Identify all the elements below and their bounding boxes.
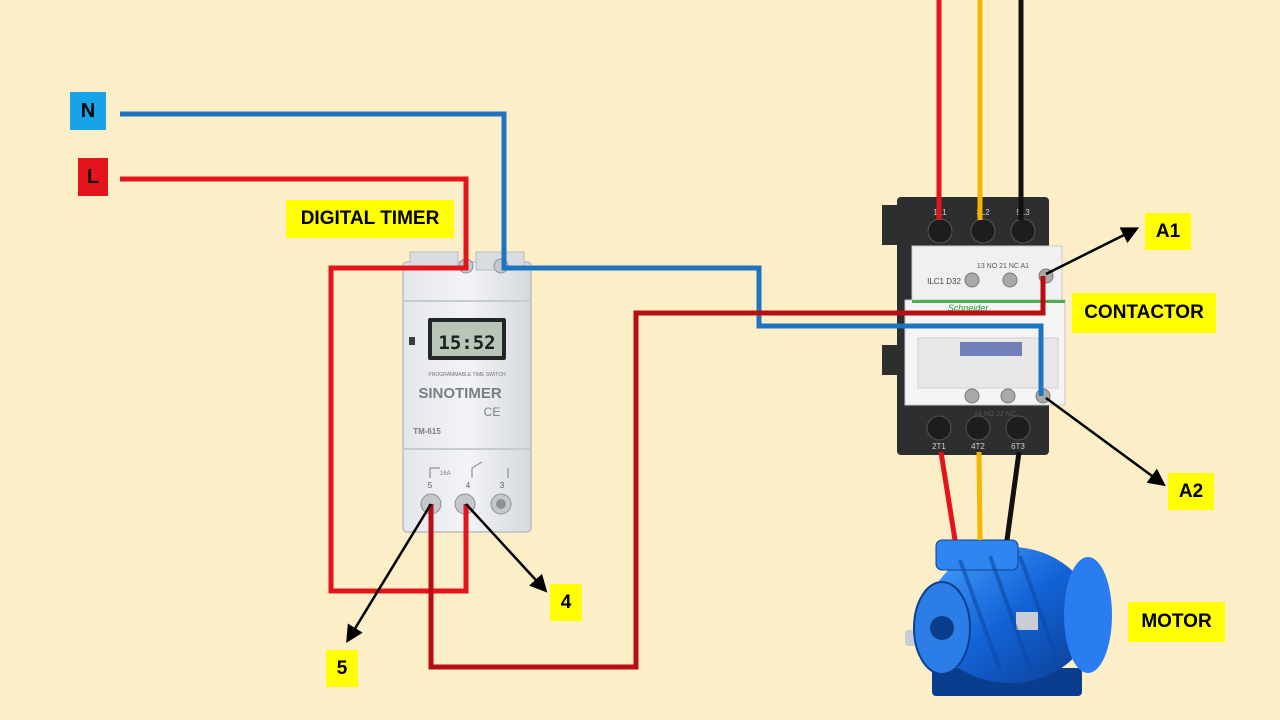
- contactor-aux-top-text: 13 NO 21 NC A1: [977, 263, 1029, 270]
- contactor-model-text: ILC1 D32: [927, 277, 961, 286]
- contactor-aux-bottom-text: 14 NO 22 NC: [974, 411, 1016, 418]
- a2-label: A2: [1168, 473, 1214, 510]
- arrow-terminal-4: [465, 503, 548, 593]
- timer-display-text: 15:52: [438, 332, 495, 354]
- contactor-brand-text: Schneider: [948, 303, 990, 313]
- wire-motor-black: [1004, 451, 1022, 541]
- motor-label: MOTOR: [1128, 602, 1225, 642]
- timer-rating-text: 16A: [440, 471, 451, 477]
- wire-motor-yellow: [976, 451, 983, 541]
- timer-brand-text: SINOTIMER: [418, 385, 502, 402]
- wire-control-a1: [428, 276, 1046, 670]
- timer-model-text: TM-615: [413, 427, 441, 436]
- wire-live: [120, 176, 469, 594]
- contactor-bot2-text: 4T2: [971, 442, 985, 451]
- timer-term5-text: 5: [428, 481, 433, 490]
- wire-neutral: [120, 111, 1044, 396]
- a1-label: A1: [1145, 213, 1191, 250]
- motor-image: [905, 539, 1112, 696]
- timer-term4-text: 4: [466, 481, 471, 490]
- arrow-a2: [1045, 396, 1166, 487]
- contactor-top2-text: 3L2: [976, 208, 990, 217]
- arrow-terminal-5: [346, 503, 433, 643]
- contactor-bot1-text: 2T1: [932, 442, 946, 451]
- digital-timer-device: 15:52 PROGRAMMABLE TIME SWITCH SINOTIMER…: [402, 251, 532, 533]
- contactor-label: CONTACTOR: [1072, 293, 1216, 333]
- timer-caption-text: PROGRAMMABLE TIME SWITCH: [428, 372, 506, 378]
- terminal-4-label: 4: [550, 584, 582, 621]
- terminal-5-label: 5: [326, 650, 358, 687]
- digital-timer-label: DIGITAL TIMER: [286, 200, 454, 238]
- wire-motor-red: [938, 451, 958, 541]
- contactor-bot3-text: 6T3: [1011, 442, 1025, 451]
- neutral-tag: N: [70, 92, 106, 130]
- arrow-a1: [1045, 227, 1140, 276]
- timer-ce-text: CE: [484, 405, 501, 419]
- timer-term3-text: 3: [500, 481, 505, 490]
- live-tag: L: [78, 158, 108, 196]
